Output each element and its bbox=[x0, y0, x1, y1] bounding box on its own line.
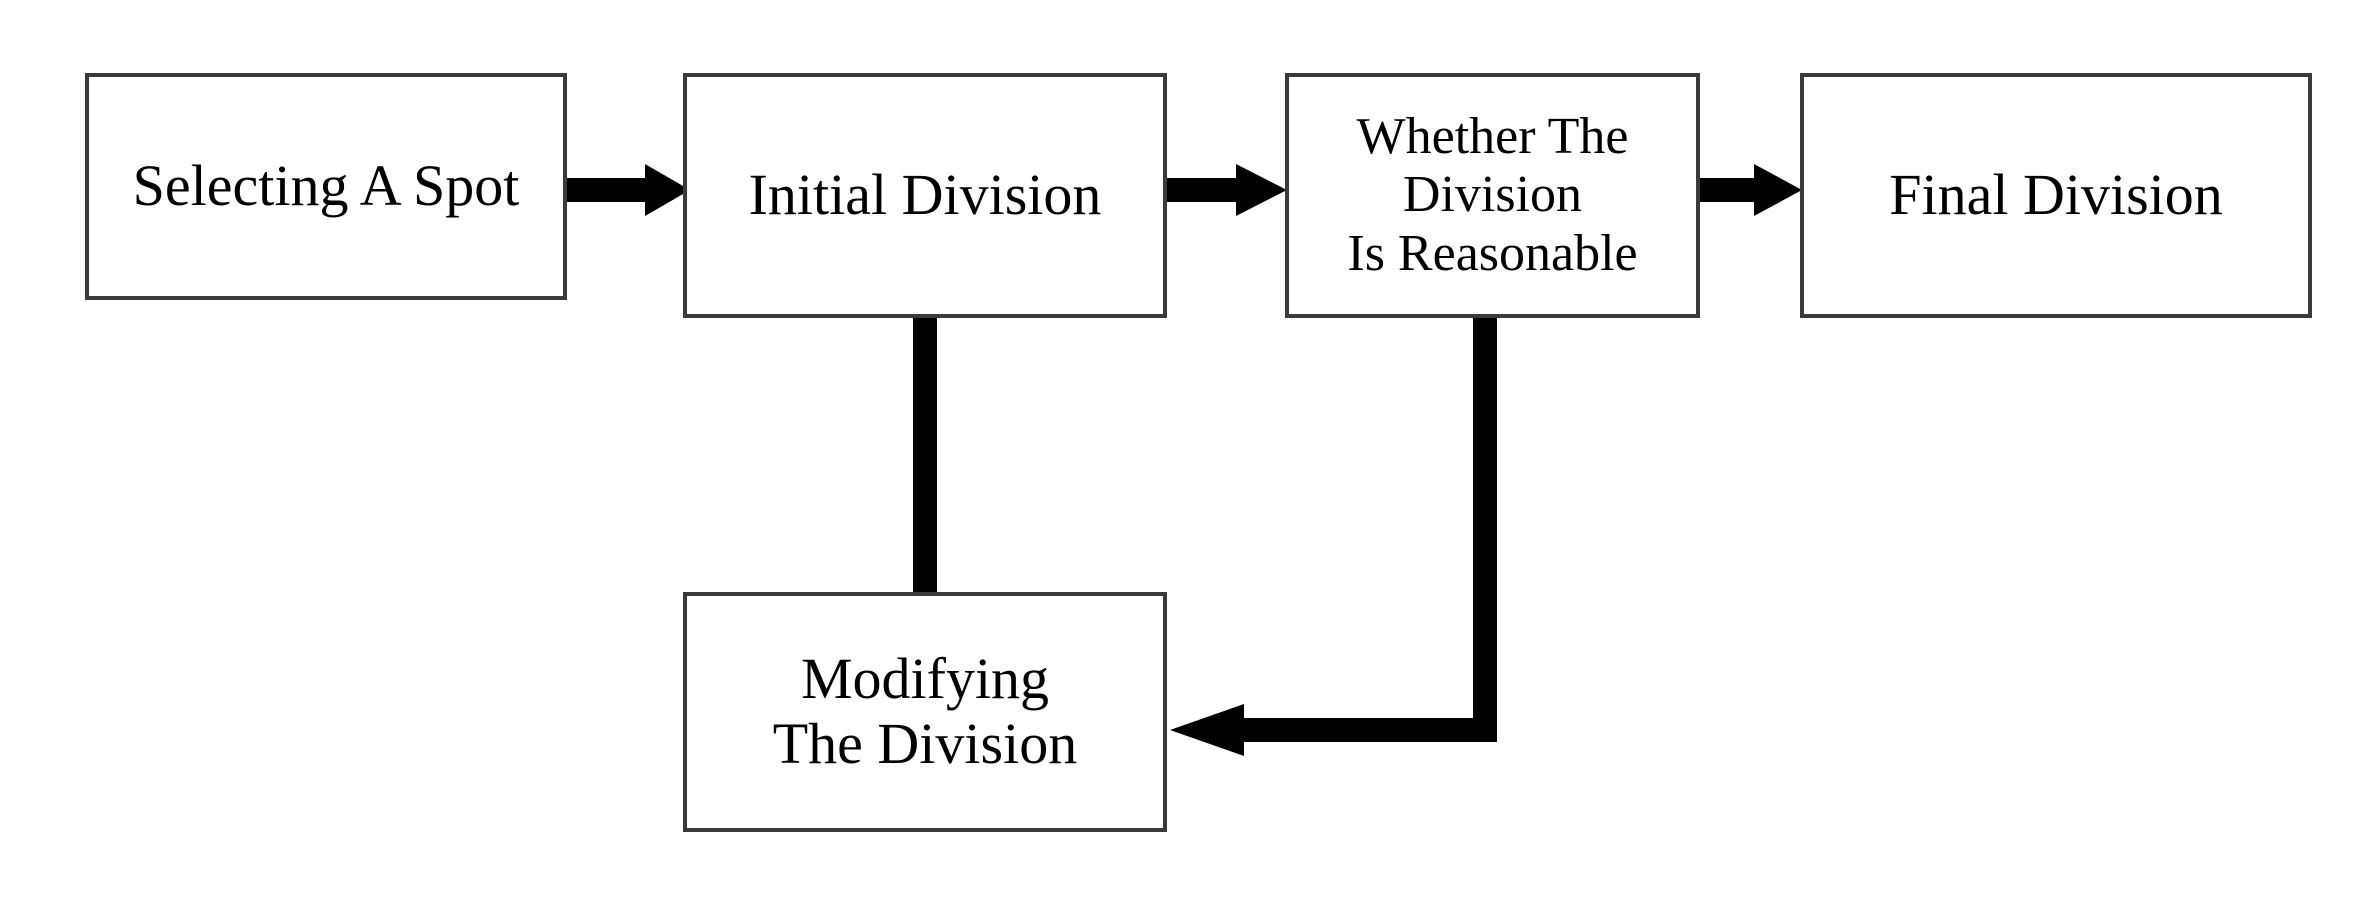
arrow-whether-to-final bbox=[1700, 164, 1802, 216]
arrow-selecting-to-initial bbox=[567, 164, 690, 216]
node-selecting-a-spot-label: Selecting A Spot bbox=[132, 153, 520, 219]
node-initial-division-label: Initial Division bbox=[748, 162, 1102, 228]
node-whether-division-is-reasonable-label: Whether The Division Is Reasonable bbox=[1347, 108, 1638, 282]
arrow-whether-to-modifying bbox=[1170, 318, 1497, 756]
node-final-division[interactable]: Final Division bbox=[1800, 73, 2312, 318]
node-modifying-the-division[interactable]: Modifying The Division bbox=[683, 592, 1167, 832]
node-whether-division-is-reasonable[interactable]: Whether The Division Is Reasonable bbox=[1285, 73, 1700, 318]
node-final-division-label: Final Division bbox=[1889, 162, 2223, 228]
node-selecting-a-spot[interactable]: Selecting A Spot bbox=[85, 73, 567, 300]
arrow-initial-to-whether bbox=[1167, 164, 1287, 216]
node-modifying-the-division-label: Modifying The Division bbox=[772, 646, 1078, 776]
node-initial-division[interactable]: Initial Division bbox=[683, 73, 1167, 318]
